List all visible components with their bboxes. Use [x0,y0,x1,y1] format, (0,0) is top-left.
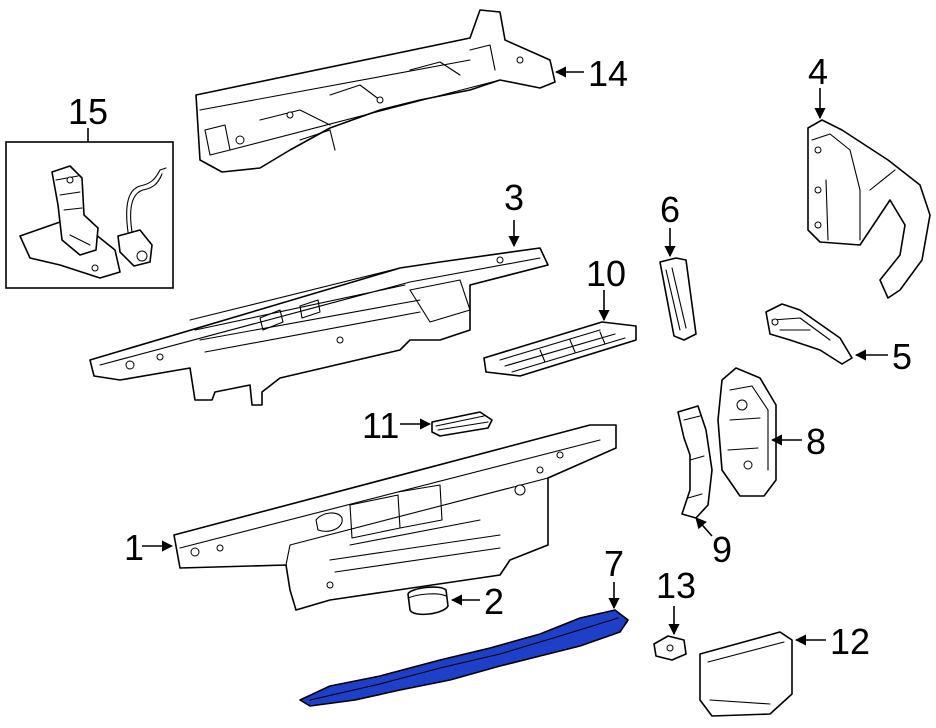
callout-3: 3 [504,177,524,218]
callout-7: 7 [604,543,624,584]
part-5-reinforcement[interactable] [765,303,853,365]
callout-8: 8 [806,421,826,462]
part-15-bracket-assembly[interactable] [19,165,167,279]
part-11-pad[interactable] [431,411,493,437]
callout-1: 1 [124,527,144,568]
part-9-pillar[interactable] [677,405,713,519]
part-6-bracket[interactable] [659,257,697,341]
callout-5: 5 [892,336,912,377]
callout-15: 15 [68,91,108,132]
callout-13: 13 [656,565,696,606]
part-8-wheelhouse-bracket[interactable] [717,367,777,497]
part-2-plug[interactable] [407,586,449,616]
callout-labels: 1 2 3 4 5 6 7 8 9 10 11 12 13 14 15 [68,51,912,662]
part-12-cover[interactable] [699,631,793,717]
leader-lines [87,66,888,646]
callout-12: 12 [830,621,870,662]
part-4-trim-panel[interactable] [807,119,931,299]
part-3-rail-assembly[interactable] [89,247,549,406]
part-14-cross-member[interactable] [195,9,556,173]
callout-9: 9 [712,529,732,570]
callout-10: 10 [586,253,626,294]
part-7-highlight [299,609,629,707]
callout-6: 6 [660,189,680,230]
callout-4: 4 [808,51,828,92]
callout-11: 11 [362,405,399,446]
part-13-clip[interactable] [653,635,687,661]
part-1-cross-member[interactable] [173,424,617,611]
part-10-floor-panel[interactable] [483,321,637,377]
part-7-sill-plate[interactable] [299,609,629,707]
callout-14: 14 [588,53,628,94]
callout-2: 2 [484,581,504,622]
